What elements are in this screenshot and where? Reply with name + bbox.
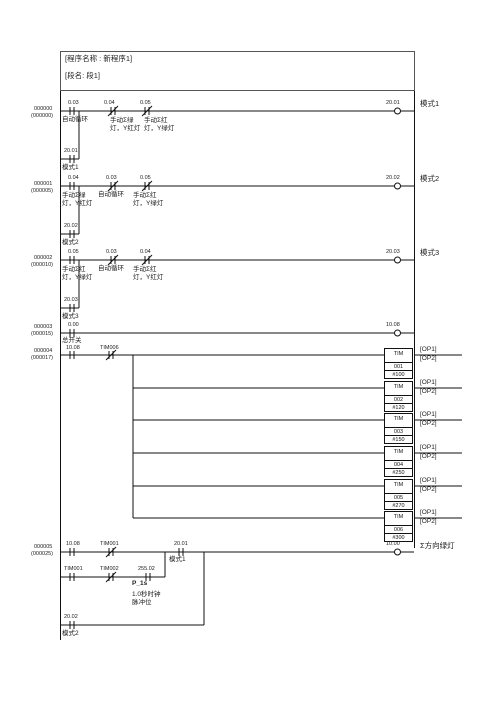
timer-name: TIM xyxy=(393,514,404,520)
timer-setting: #120 xyxy=(392,405,405,411)
contact-label: 模式3 xyxy=(62,313,79,320)
coil-address: 10.08 xyxy=(386,322,400,328)
op2-label: [OP2] xyxy=(420,355,437,362)
rung-comment: 模式2 xyxy=(420,174,440,183)
coil-address: 20.01 xyxy=(386,100,400,106)
op1-label: [OP1] xyxy=(420,346,437,353)
op1-label: [OP1] xyxy=(420,477,437,484)
contact-address: TIM001 xyxy=(100,541,119,547)
rung-comment: 模式1 xyxy=(420,99,440,108)
timer-name: TIM xyxy=(393,449,404,455)
contact-label: 自动循环 xyxy=(62,116,88,123)
timer-number: 001 xyxy=(393,364,404,370)
timer-number: 003 xyxy=(393,429,404,435)
timer-setting: #270 xyxy=(392,503,405,509)
contact-address: 0.04 xyxy=(104,100,115,106)
op2-label: [OP2] xyxy=(420,486,437,493)
contact-address: 0.04 xyxy=(68,175,79,181)
contact-label: 总开关 xyxy=(62,337,82,344)
contact-label: 模式2 xyxy=(62,239,79,246)
coil-address: 10.00 xyxy=(386,541,400,547)
contact-address: 0.03 xyxy=(106,249,117,255)
contact-address: 20.02 xyxy=(64,223,78,229)
contact-label: 手动Σ绿灯，Y红灯 xyxy=(62,192,93,207)
op2-label: [OP2] xyxy=(420,420,437,427)
timer-number: 006 xyxy=(393,527,404,533)
rung-address: (000015) xyxy=(31,331,54,337)
rung-number: 000005 xyxy=(34,544,53,550)
op1-label: [OP1] xyxy=(420,379,437,386)
rung-number: 000001 xyxy=(34,181,53,187)
section-name: [段名: 段1] xyxy=(65,71,101,80)
op2-label: [OP2] xyxy=(420,388,437,395)
timer-setting: #250 xyxy=(392,470,405,476)
coil-address: 20.03 xyxy=(386,249,400,255)
contact-address: 0.04 xyxy=(140,249,151,255)
rung-address: (000005) xyxy=(31,188,54,194)
timer-name: TIM xyxy=(393,416,404,422)
contact-label: 手动Σ红灯，Y绿灯 xyxy=(133,192,164,207)
contact-address: 20.02 xyxy=(64,614,78,620)
timer-name: TIM xyxy=(393,482,404,488)
contact-address: 0.05 xyxy=(140,100,151,106)
pulse-name: P_1s xyxy=(132,580,148,587)
rung-number: 000002 xyxy=(34,255,53,261)
contact-label: 1.0秒时钟脉冲位 xyxy=(132,591,161,607)
contact-address: 0.00 xyxy=(68,322,79,328)
op2-label: [OP2] xyxy=(420,453,437,460)
timer-name: TIM xyxy=(393,384,404,390)
timer-number: 002 xyxy=(393,397,404,403)
contact-address: 0.03 xyxy=(106,175,117,181)
op1-label: [OP1] xyxy=(420,509,437,516)
rung-address: (000017) xyxy=(31,355,54,361)
contact-label: 模式1 xyxy=(62,164,79,171)
contact-address: 20.01 xyxy=(64,148,78,154)
contact-address: 0.05 xyxy=(68,249,79,255)
contact-label: 模式2 xyxy=(62,630,79,637)
rung-address: (000010) xyxy=(31,262,54,268)
contact-address: TIM006 xyxy=(100,345,119,351)
contact-address: TIM002 xyxy=(100,566,119,572)
contact-address: 20.03 xyxy=(64,297,78,303)
contact-address: 10.08 xyxy=(66,541,80,547)
timer-number: 005 xyxy=(393,495,404,501)
timer-name: TIM xyxy=(393,351,404,357)
contact-address: 0.05 xyxy=(140,175,151,181)
contact-address: 10.08 xyxy=(66,345,80,351)
rung-address: (000000) xyxy=(31,113,54,119)
timer-setting: #100 xyxy=(392,372,405,378)
coil-address: 20.02 xyxy=(386,175,400,181)
contact-address: 20.01 xyxy=(174,541,188,547)
rung-comment: Σ方向绿灯 xyxy=(420,541,455,550)
op2-label: [OP2] xyxy=(420,518,437,525)
timer-setting: #150 xyxy=(392,437,405,443)
rung-number: 000000 xyxy=(34,106,53,112)
contact-label: 手动Σ红灯，Y绿灯 xyxy=(144,117,175,132)
op1-label: [OP1] xyxy=(420,444,437,451)
rung-number: 000004 xyxy=(34,348,53,354)
contact-address: TIM001 xyxy=(64,566,83,572)
rung-address: (000025) xyxy=(31,551,54,557)
program-name: [程序名称 : 新程序1] xyxy=(65,54,133,63)
timer-number: 004 xyxy=(393,462,404,468)
contact-label: 自动循环 xyxy=(98,265,124,272)
contact-label: 自动循环 xyxy=(98,191,124,198)
contact-address: 0.03 xyxy=(68,100,79,106)
contact-label: 手动Σ红灯，Y绿灯 xyxy=(62,266,93,281)
op1-label: [OP1] xyxy=(420,411,437,418)
rung-comment: 模式3 xyxy=(420,248,440,257)
contact-label: 手动Σ红灯，Y红灯 xyxy=(133,266,164,281)
timer-setting: #300 xyxy=(392,535,405,541)
contact-label: 模式1 xyxy=(169,556,186,563)
rung-number: 000003 xyxy=(34,324,53,330)
contact-address: 255.02 xyxy=(138,566,155,572)
contact-label: 手动Σ绿灯，Y红灯 xyxy=(110,117,141,132)
